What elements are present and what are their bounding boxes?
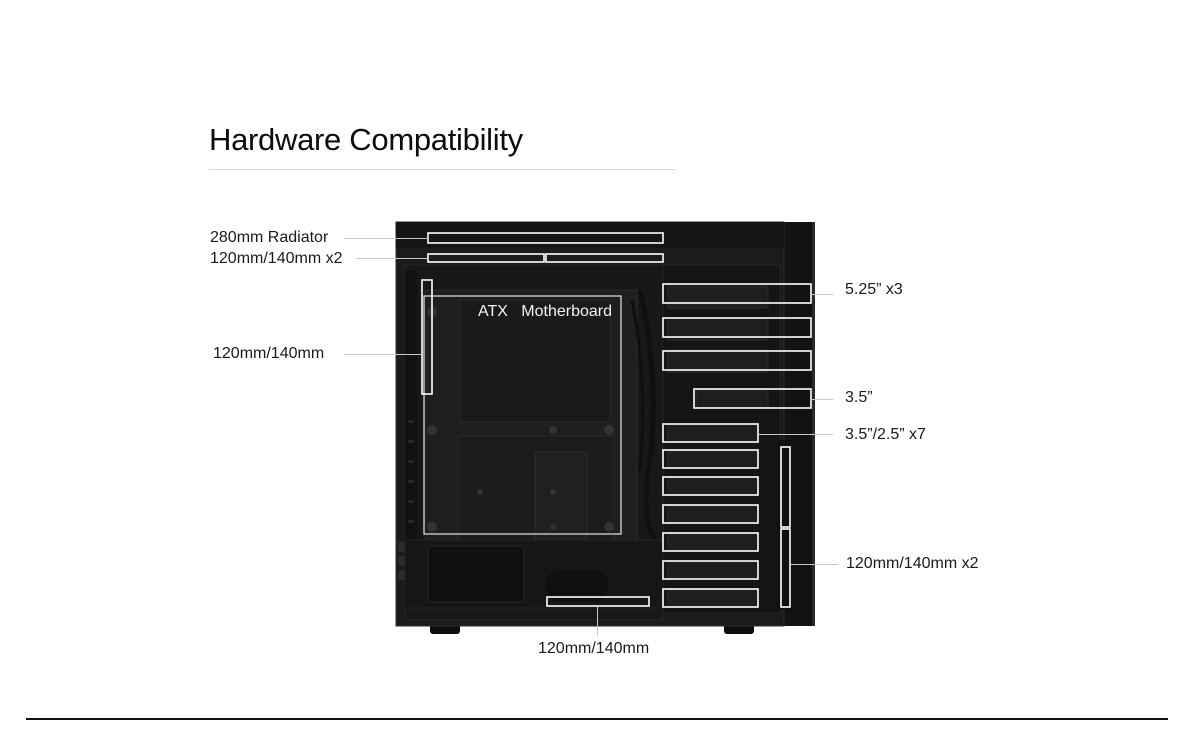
bay-35-25-outline: [662, 504, 759, 524]
bay-35-25-outline: [662, 560, 759, 580]
bay-35-25-outline: [662, 476, 759, 496]
bay-35-25-outline: [662, 423, 759, 443]
rear-fan-outline: [421, 279, 433, 395]
leader-line: [597, 606, 598, 636]
bay-35-outline: [693, 388, 812, 409]
leader-line: [790, 564, 838, 565]
bottom-fan-outline: [546, 596, 650, 607]
leader-line: [811, 399, 833, 400]
label-bottom-fan: 120mm/140mm: [538, 640, 650, 657]
label-525-bays: 5.25” x3: [845, 281, 903, 298]
label-top-fans: 120mm/140mm x2: [210, 250, 343, 267]
bay-35-25-outline: [662, 532, 759, 552]
bay-525-outline: [662, 350, 812, 371]
atx-motherboard-outline: [423, 295, 622, 535]
bay-35-25-outline: [662, 449, 759, 469]
top-fan-outline: [545, 253, 664, 263]
label-rear-fan: 120mm/140mm: [213, 345, 325, 362]
front-fan-outline: [780, 528, 791, 608]
label-280mm-radiator: 280mm Radiator: [210, 229, 329, 246]
atx-motherboard-label: ATX Motherboard: [478, 303, 612, 320]
front-fan-outline: [780, 446, 791, 528]
bay-525-outline: [662, 283, 812, 304]
title-divider: [209, 169, 676, 170]
bay-35-25-outline: [662, 588, 759, 608]
label-35-bay: 3.5”: [845, 389, 873, 406]
leader-line: [758, 434, 833, 435]
footer-divider: [26, 718, 1168, 720]
radiator-280-outline: [427, 232, 664, 244]
bay-525-outline: [662, 317, 812, 338]
top-fan-outline: [427, 253, 545, 263]
page-title: Hardware Compatibility: [209, 122, 523, 157]
label-35-25-bays: 3.5”/2.5” x7: [845, 426, 926, 443]
leader-line: [344, 354, 422, 355]
label-front-fans: 120mm/140mm x2: [846, 555, 979, 572]
leader-line: [811, 294, 833, 295]
leader-line: [356, 258, 428, 259]
leader-line: [344, 238, 428, 239]
